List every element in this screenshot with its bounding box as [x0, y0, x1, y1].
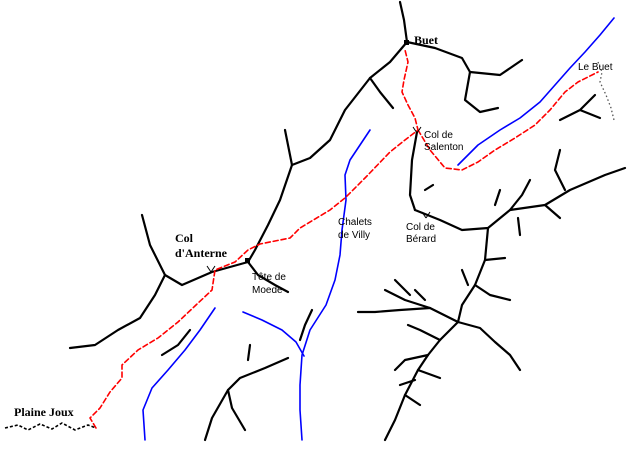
- river-le-buet: [457, 17, 615, 166]
- labels: Buet Le Buet Col de Salenton Chalets de …: [14, 33, 613, 419]
- ridge-buet-east: [405, 40, 524, 77]
- label-chalets-line1: Chalets: [338, 217, 372, 228]
- ridge-east-spur-5: [516, 216, 522, 237]
- ridge-central-spur-3: [483, 256, 507, 262]
- col-berard-pass-icon: [421, 211, 431, 219]
- ridge-south-spurs: [393, 353, 442, 387]
- label-col-salenton-line1: Col de: [424, 130, 453, 141]
- label-col-anterne-line1: Col: [175, 231, 194, 245]
- ridge-east-spur-2: [508, 178, 532, 212]
- plaine-joux-road: [4, 422, 97, 431]
- buet-summit-marker: [404, 40, 409, 45]
- label-tete-moede-line2: Moede: [252, 285, 283, 296]
- label-col-salenton-line2: Salenton: [424, 142, 463, 153]
- label-tete-moede-line1: Tête de: [252, 272, 286, 283]
- label-col-berard-line1: Col de: [406, 222, 435, 233]
- ridge-berard-spur: [423, 183, 435, 192]
- rivers: [142, 17, 615, 441]
- border-line: [597, 61, 615, 121]
- ridge-small-spur: [283, 128, 294, 167]
- ridge-central-spur-2: [473, 283, 512, 302]
- ridge-small-south-1: [160, 328, 192, 357]
- ridges: [68, 0, 627, 442]
- ridge-salenton-down: [408, 130, 419, 212]
- ridge-east-spur-1: [553, 148, 567, 192]
- label-le-buet: Le Buet: [578, 62, 613, 73]
- ridge-east-spur-4: [493, 188, 502, 207]
- ridge-east-spur-3: [543, 203, 562, 220]
- ridge-central-spur-1: [460, 268, 470, 287]
- col-salenton-pass-icon: [412, 126, 422, 134]
- ridge-central-south-branch: [383, 320, 460, 442]
- ridge-main-west: [246, 163, 294, 264]
- ridge-buet-east-spur: [463, 70, 500, 114]
- river-southwest: [142, 307, 216, 441]
- route: [89, 49, 599, 429]
- ridge-moede-south: [246, 260, 290, 294]
- ridge-central-east-branch: [456, 320, 522, 372]
- ridge-central-spurs-3: [393, 278, 427, 302]
- label-col-berard-line2: Bérard: [406, 234, 436, 245]
- ridge-buet-west-spur: [368, 76, 395, 110]
- label-plaine-joux: Plaine Joux: [14, 405, 74, 419]
- ridge-upper-east: [558, 93, 602, 122]
- ridge-buet-top: [398, 0, 409, 44]
- label-chalets-line2: de Villy: [338, 230, 370, 241]
- ridge-buet-west: [290, 40, 409, 167]
- label-buet: Buet: [414, 33, 438, 47]
- label-col-anterne-line2: d'Anterne: [175, 246, 228, 260]
- river-villy: [299, 129, 371, 441]
- ridge-southwest-spur: [203, 388, 230, 442]
- ridge-central-west-branch-2: [356, 306, 432, 314]
- ridge-southwest-spur-2: [246, 343, 252, 362]
- tete-moede-marker: [245, 258, 250, 263]
- ridge-south-spurs-2: [403, 323, 442, 407]
- ridge-anterne-west: [68, 273, 167, 350]
- ridge-anterne-north: [140, 213, 250, 287]
- ridge-southwest: [226, 356, 290, 432]
- ridge-central-west-branch: [383, 288, 460, 324]
- ridge-small-south-2: [298, 308, 314, 342]
- river-west-tributary: [242, 311, 305, 357]
- route-path: [89, 49, 599, 429]
- ridge-central-south: [456, 226, 490, 324]
- markers: [206, 40, 431, 273]
- col-anterne-pass-icon: [206, 265, 216, 273]
